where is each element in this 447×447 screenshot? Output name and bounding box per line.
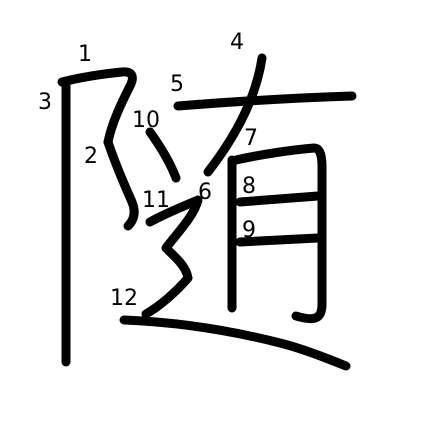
stroke-12 [119,315,351,371]
stroke-7 [231,143,327,324]
stroke-number-2: 2 [84,144,98,169]
stroke-number-9: 9 [242,218,256,243]
stroke-10 [145,127,181,183]
stroke-9 [235,233,323,247]
stroke-4 [203,53,267,177]
stroke-number-4: 4 [230,30,244,55]
stroke-1 [57,67,137,147]
stroke-number-12: 12 [110,286,138,311]
stroke-number-11: 11 [142,188,170,213]
stroke-number-3: 3 [38,90,52,115]
stroke-8 [235,191,323,207]
stroke-number-5: 5 [170,72,184,97]
stroke-number-7: 7 [244,126,258,151]
stroke-number-6: 6 [198,180,212,205]
stroke-number-8: 8 [242,174,256,199]
stroke-11 [141,195,203,319]
stroke-number-10: 10 [132,108,160,133]
stroke-5 [173,91,357,111]
stroke-2 [103,137,139,231]
stroke-number-1: 1 [78,42,92,67]
